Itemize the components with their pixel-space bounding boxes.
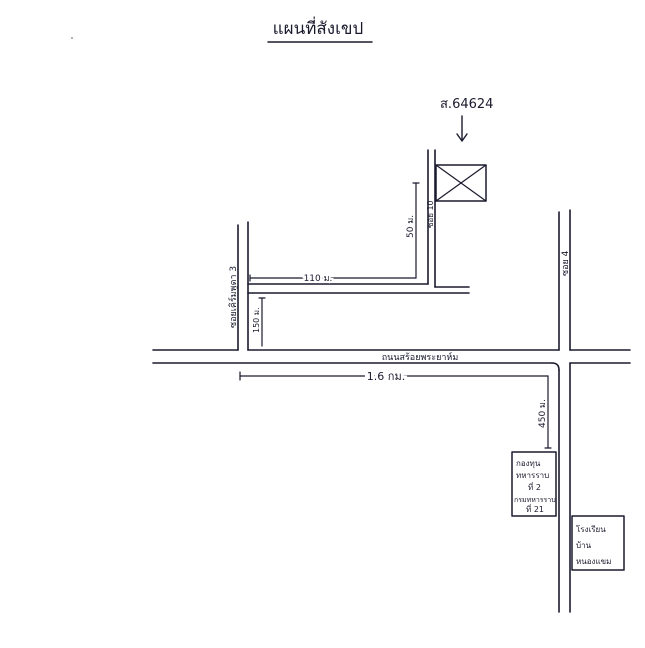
school-line-1: โรงเรียน xyxy=(576,524,606,534)
soi-10-label: ซอย 10 xyxy=(426,200,435,228)
map-title: แผนที่สังเขป xyxy=(273,16,364,39)
main-road-label: ถนนสร้อยพระยาห์ม xyxy=(382,351,459,363)
office-line-2: ทหารราบ xyxy=(516,471,549,480)
dim-150m-label: 150 ม. xyxy=(252,307,261,333)
parcel-box xyxy=(435,164,487,202)
school-line-3: หนองแขม xyxy=(576,557,611,566)
stray-dot xyxy=(71,37,73,39)
office-line-4: กรมทหารราบ xyxy=(514,496,556,504)
school-landmark-box xyxy=(571,515,625,571)
left-soi-label: ซอยเคิร์มพูดา 3 xyxy=(227,266,239,328)
office-line-5: ที่ 21 xyxy=(526,503,544,514)
dim-450m-label: 450 ม. xyxy=(538,399,548,428)
main-road-south-curve xyxy=(551,362,560,371)
office-line-3: ที่ 2 xyxy=(528,481,541,492)
school-line-2: บ้าน xyxy=(576,541,592,550)
parcel-arrow-head xyxy=(456,133,468,142)
dim-50m-label: 50 ม. xyxy=(406,215,416,238)
office-line-1: กองทุน xyxy=(516,459,541,468)
parcel-cross-b xyxy=(435,164,487,202)
parcel-label: ส.64624 xyxy=(440,97,493,112)
right-soi-label: ซอย 4 xyxy=(561,250,571,276)
dim-1-6km-label: 1.6 กม. xyxy=(367,370,405,383)
dim-110m-label: 110 ม. xyxy=(304,274,333,284)
office-landmark-box xyxy=(511,451,557,517)
